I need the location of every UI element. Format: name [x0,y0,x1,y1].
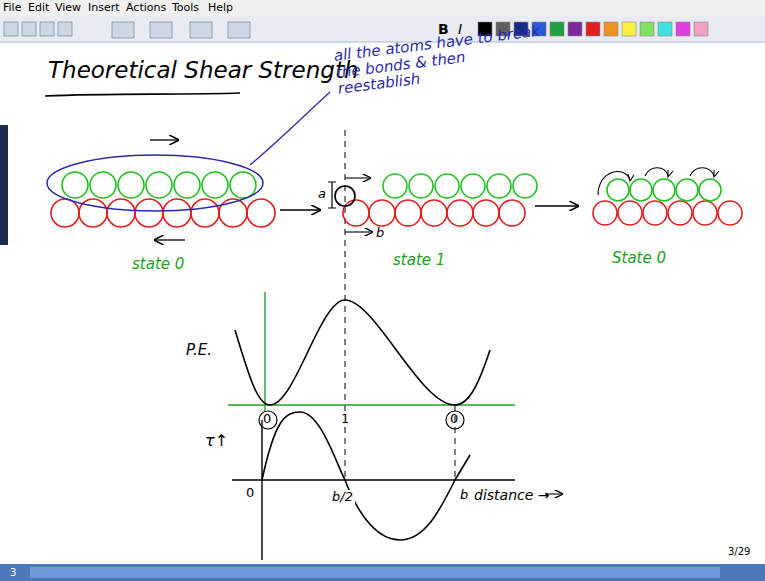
axis-tick: 0 [263,412,271,426]
axis-label: τ↑ [205,432,228,450]
tab-number: 3 [10,567,16,578]
dimension-label: a [318,187,326,201]
dimension-label: b [376,226,384,240]
menu-item: File [3,2,21,14]
state-label: State 0 [612,250,666,267]
state-label: state 1 [393,252,445,269]
axis-tick: 0 [246,486,254,500]
menu-item: Help [208,2,233,14]
axis-tick: 1 [339,412,351,426]
axis-tick: 0 [450,412,458,426]
state-label: state 0 [132,256,184,273]
menu-item: Tools [172,2,199,14]
menu-item: View [55,2,81,14]
menu-item: Insert [88,2,120,14]
axis-label: distance → [474,488,550,503]
axis-tick: b [460,488,468,502]
axis-label: P.E. [186,342,212,359]
axis-tick: b/2 [330,490,355,504]
page-number: 3/29 [728,546,750,557]
menu-item: Actions [126,2,166,14]
menu-item: Edit [28,2,49,14]
slide-title: Theoretical Shear Strength [48,58,359,83]
